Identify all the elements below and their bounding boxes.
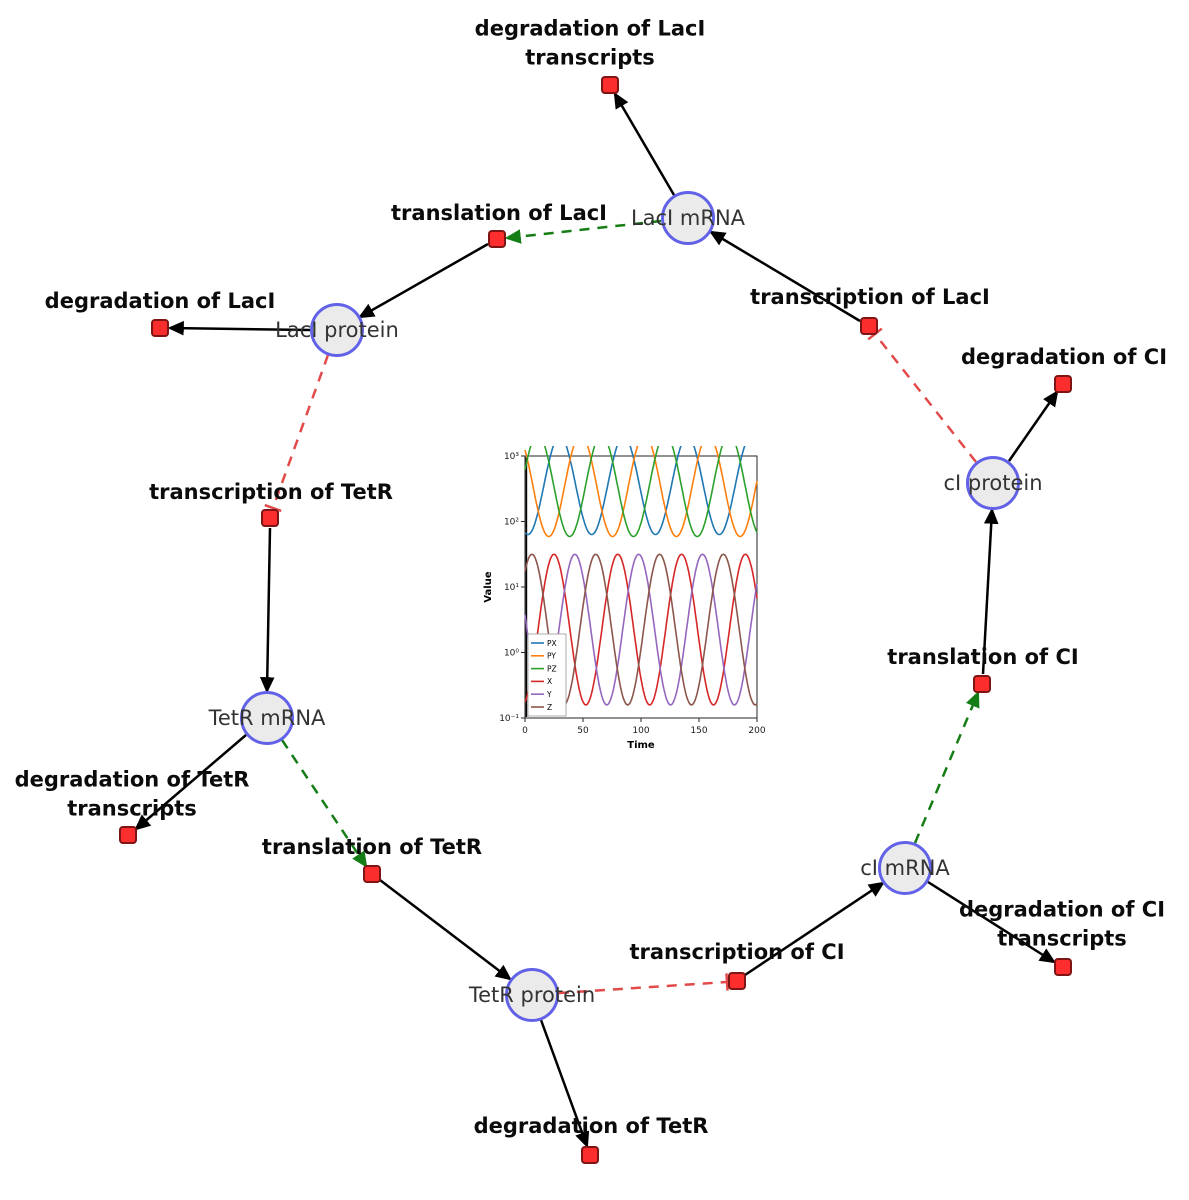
edge-tetr-mrna-modifies-translation-tetr — [280, 739, 368, 869]
reaction-label-degradation-tetr: degradation of TetR — [473, 1114, 709, 1138]
reaction-label-translation-tetr: translation of TetR — [261, 835, 483, 859]
reaction-label-degradation-laci: degradation of LacI — [44, 289, 276, 313]
reaction-label-transcription-ci: transcription of CI — [629, 940, 845, 964]
reaction-label-transcription-tetr: transcription of TetR — [149, 480, 393, 504]
species-circle-ci-protein — [966, 456, 1020, 510]
x-axis-label: Time — [627, 740, 655, 751]
legend-label: PY — [547, 652, 556, 661]
x-tick-label: 50 — [577, 726, 589, 736]
legend: PX PY PZ XYZ — [527, 633, 567, 717]
reaction-square-transcription-tetr — [261, 509, 279, 527]
edge-transcription-ci-to-ci-mrna — [744, 881, 886, 977]
legend-label: Z — [547, 703, 552, 712]
edge-translation-ci-to-ci-protein — [981, 507, 999, 675]
reaction-square-translation-laci — [488, 230, 506, 248]
edge-ci-protein-to-degradation-ci — [1007, 389, 1059, 462]
reaction-square-degradation-ci-transcripts — [1054, 958, 1072, 976]
species-label-ci-protein: cI protein — [943, 471, 1043, 495]
reaction-square-translation-tetr — [363, 865, 381, 883]
species-label-tetr-mrna: TetR mRNA — [208, 706, 326, 730]
edge-transcription-tetr-to-tetr-mrna — [259, 527, 275, 694]
species-circle-laci-protein — [310, 303, 364, 357]
edge-laci-mrna-modifies-translation-laci — [504, 219, 662, 244]
reaction-label-translation-laci: translation of LacI — [391, 201, 607, 225]
edge-laci-protein-to-degradation-laci — [167, 320, 311, 336]
reaction-label-transcription-laci: transcription of LacI — [750, 285, 990, 309]
y-tick-label: 10² — [504, 518, 519, 528]
legend-label: PX — [547, 639, 557, 648]
series-Y-line — [524, 553, 758, 706]
species-label-ci-mrna: cI mRNA — [860, 856, 950, 880]
reaction-label-degradation-laci-transcripts: degradation of LacI transcripts — [474, 16, 706, 70]
series-PX-line — [524, 446, 746, 536]
legend-label: X — [547, 677, 552, 686]
reaction-label-degradation-tetr-transcripts: degradation of TetR transcripts — [14, 767, 250, 821]
species-circle-ci-mrna — [878, 841, 932, 895]
series-X-line — [524, 553, 758, 706]
reaction-square-degradation-tetr-transcripts — [119, 826, 137, 844]
edge-translation-laci-to-laci-protein — [357, 242, 489, 319]
legend-label: Y — [546, 690, 552, 699]
series-PZ-line — [524, 446, 758, 538]
edge-translation-tetr-to-tetr-protein — [379, 879, 512, 981]
x-tick-label: 150 — [690, 726, 707, 736]
edge-tetr-mrna-to-degradation-tetr-transcripts — [134, 734, 247, 831]
species-label-laci-protein: LacI protein — [275, 318, 399, 342]
reaction-square-transcription-laci — [860, 317, 878, 335]
legend-label: PZ — [547, 664, 557, 673]
y-tick-label: 10¹ — [504, 583, 519, 593]
y-tick-label: 10⁰ — [504, 649, 519, 659]
species-label-laci-mrna: LacI mRNA — [630, 206, 746, 230]
species-circle-tetr-protein — [505, 968, 559, 1022]
x-tick-label: 200 — [748, 726, 765, 736]
legend-box — [527, 633, 567, 717]
reaction-square-translation-ci — [973, 675, 991, 693]
reaction-square-degradation-tetr — [581, 1146, 599, 1164]
species-circle-laci-mrna — [661, 191, 715, 245]
edge-ci-mrna-modifies-translation-ci — [913, 690, 980, 844]
y-axis-label: Value — [483, 571, 494, 602]
reaction-label-degradation-ci: degradation of CI — [960, 345, 1168, 369]
species-label-tetr-protein: TetR protein — [468, 983, 596, 1007]
y-tick-label: 10³ — [504, 452, 519, 462]
reaction-label-translation-ci: translation of CI — [887, 645, 1079, 669]
edge-transcription-laci-to-laci-mrna — [708, 230, 861, 323]
edge-laci-protein-inhibits-transcription-tetr — [264, 354, 330, 513]
reaction-label-degradation-ci-transcripts: degradation of CI transcripts — [958, 897, 1166, 951]
x-tick-label: 0 — [522, 726, 528, 736]
edge-ci-mrna-to-degradation-ci-transcripts — [927, 880, 1057, 964]
edge-ci-protein-inhibits-transcription-laci — [867, 327, 977, 463]
edge-tetr-protein-to-degradation-tetr — [539, 1019, 590, 1149]
reaction-square-degradation-laci — [151, 319, 169, 337]
edge-laci-mrna-to-degradation-laci-transcripts — [613, 91, 676, 196]
reaction-square-degradation-ci — [1054, 375, 1072, 393]
y-tick-label: 10⁻¹ — [499, 714, 519, 724]
x-tick-label: 100 — [632, 726, 649, 736]
reaction-square-transcription-ci — [728, 972, 746, 990]
reaction-square-degradation-laci-transcripts — [601, 76, 619, 94]
